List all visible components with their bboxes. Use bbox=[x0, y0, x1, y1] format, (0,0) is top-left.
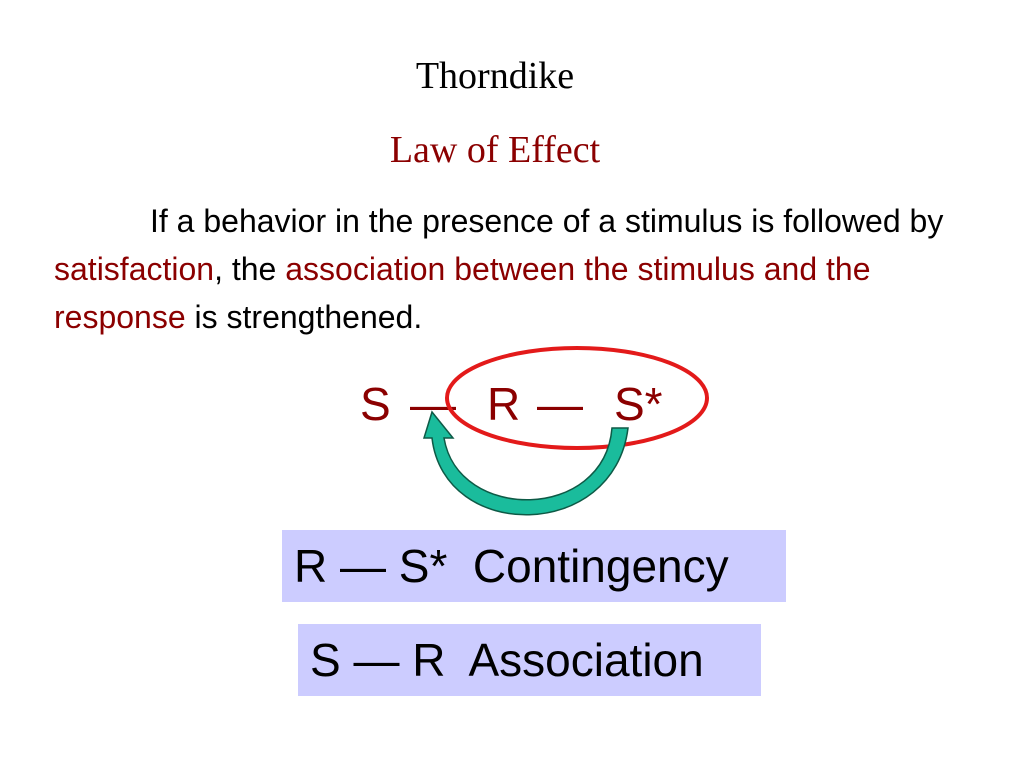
slide-title: Thorndike bbox=[415, 55, 575, 97]
association-box: S — R Association bbox=[298, 624, 761, 696]
chain-r: R bbox=[487, 378, 520, 430]
chain-dash-2: — bbox=[537, 378, 583, 430]
definition-highlight-association: association between the stimulus and the… bbox=[54, 251, 871, 335]
slide-subtitle: Law of Effect bbox=[389, 129, 601, 171]
contingency-box: R — S* Contingency bbox=[282, 530, 786, 602]
definition-part-2: , the bbox=[214, 251, 286, 287]
chain-s-star: S* bbox=[614, 378, 663, 430]
circle-highlight-icon bbox=[445, 346, 709, 450]
chain-dash-1: — bbox=[410, 378, 456, 430]
definition-part-1: If a behavior in the presence of a stimu… bbox=[150, 203, 944, 239]
definition-part-3: is strengthened. bbox=[185, 299, 423, 335]
curved-arrow-icon bbox=[422, 410, 629, 516]
definition-highlight-satisfaction: satisfaction bbox=[54, 251, 215, 287]
chain-s: S bbox=[360, 378, 391, 430]
law-definition: If a behavior in the presence of a stimu… bbox=[54, 197, 954, 341]
